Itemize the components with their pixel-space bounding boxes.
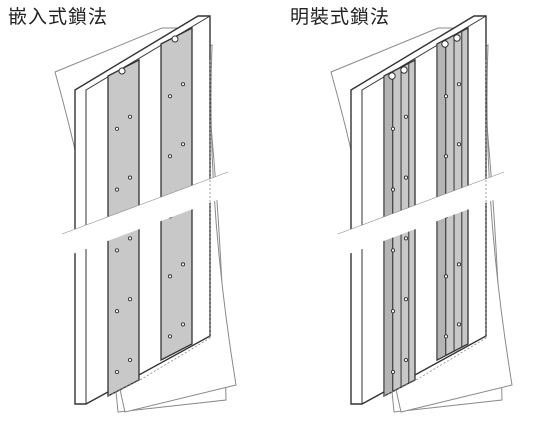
- screw-hole: [127, 297, 133, 302]
- surface-method-illustration: [330, 15, 513, 413]
- screw-hole: [114, 309, 120, 314]
- screw-hole: [127, 236, 133, 241]
- rail-end-cap: [400, 66, 408, 74]
- screw-hole: [167, 154, 173, 159]
- screw-hole: [390, 126, 396, 131]
- screw-hole: [127, 175, 133, 180]
- top-screw: [171, 35, 179, 43]
- caption-surface-method: 明裝式鎖法: [290, 6, 391, 28]
- screw-hole: [390, 369, 396, 375]
- screw-hole: [180, 262, 186, 267]
- screw-hole: [443, 334, 449, 339]
- rail-end-cap: [453, 34, 461, 42]
- screw-hole: [456, 142, 462, 147]
- break-edge-top: [337, 171, 505, 235]
- screw-hole: [114, 126, 120, 131]
- screw-hole: [114, 369, 120, 375]
- screw-hole: [180, 82, 186, 87]
- screw-hole: [167, 274, 173, 279]
- screw-hole: [114, 187, 120, 192]
- screw-hole: [390, 248, 396, 253]
- screw-hole: [403, 297, 409, 302]
- break-edge-top: [61, 171, 229, 235]
- screw-hole: [456, 322, 462, 327]
- caption-embedded-method: 嵌入式鎖法: [8, 6, 109, 28]
- rail-end-cap: [388, 72, 396, 80]
- screw-hole: [127, 114, 133, 119]
- embedded-method-illustration: [54, 15, 237, 413]
- screw-hole: [443, 94, 449, 99]
- break-band: [62, 172, 228, 258]
- screw-hole: [180, 142, 186, 147]
- screw-hole: [127, 357, 133, 363]
- screw-hole: [390, 187, 396, 192]
- screw-hole: [114, 248, 120, 253]
- screw-hole: [443, 274, 449, 279]
- screw-hole: [403, 236, 409, 241]
- screw-hole: [443, 154, 449, 159]
- top-screw: [118, 67, 126, 75]
- screw-hole: [403, 175, 409, 180]
- screw-hole: [180, 322, 186, 327]
- screw-hole: [390, 309, 396, 314]
- screw-hole: [456, 262, 462, 267]
- screw-hole: [403, 357, 409, 363]
- rail-end-cap: [441, 40, 449, 48]
- screw-hole: [456, 82, 462, 87]
- screw-hole: [167, 94, 173, 99]
- screw-hole: [403, 114, 409, 119]
- screw-hole: [167, 334, 173, 339]
- break-band: [338, 172, 504, 258]
